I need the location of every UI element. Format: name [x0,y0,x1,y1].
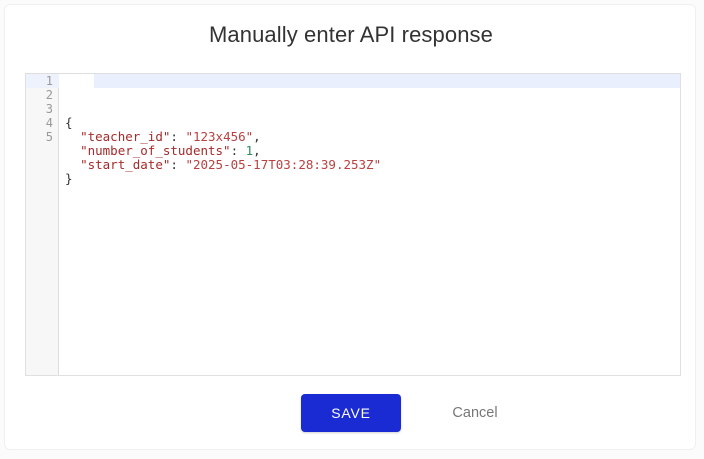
editor-code-lines[interactable]: { "teacher_id": "123x456", "number_of_st… [60,116,680,186]
code-token-punct: , [253,129,261,144]
editor-code-line[interactable]: "start_date": "2025-05-17T03:28:39.253Z" [60,158,680,172]
code-token-string: "123x456" [185,129,254,144]
editor-line-number: 3 [45,102,53,116]
code-token-punct: , [253,143,261,158]
code-token-key: "teacher_id" [80,129,171,144]
editor-line-number: 4 [45,116,53,130]
save-button[interactable]: SAVE [301,394,401,432]
code-token-string: "2025-05-17T03:28:39.253Z" [185,157,382,172]
editor-code-line[interactable]: "teacher_id": "123x456", [60,130,680,144]
editor-line-number: 5 [45,130,53,144]
code-token-number: 1 [245,143,254,158]
code-token-key: "number_of_students" [80,143,231,158]
dialog-actions: SAVE Cancel [5,394,697,434]
active-line-highlight [94,74,680,88]
code-token-colon: : [230,143,246,158]
code-token-punct: } [65,171,73,186]
code-token-plain [65,157,80,172]
editor-code-line[interactable]: "number_of_students": 1, [60,144,680,158]
cancel-button[interactable]: Cancel [452,405,498,421]
editor-code-line[interactable]: { [60,116,680,130]
editor-line-number: 1 [45,74,53,88]
active-line-gutter-highlight [26,74,59,88]
code-token-punct: { [65,115,73,130]
editor-code-line[interactable]: } [60,172,680,186]
page-title: Manually enter API response [209,22,493,47]
code-token-colon: : [170,157,186,172]
code-token-key: "start_date" [80,157,171,172]
code-token-colon: : [170,129,186,144]
editor-code-area[interactable]: { "teacher_id": "123x456", "number_of_st… [60,74,680,375]
editor-line-number: 2 [45,88,53,102]
code-token-plain [65,143,80,158]
code-token-plain [65,129,80,144]
